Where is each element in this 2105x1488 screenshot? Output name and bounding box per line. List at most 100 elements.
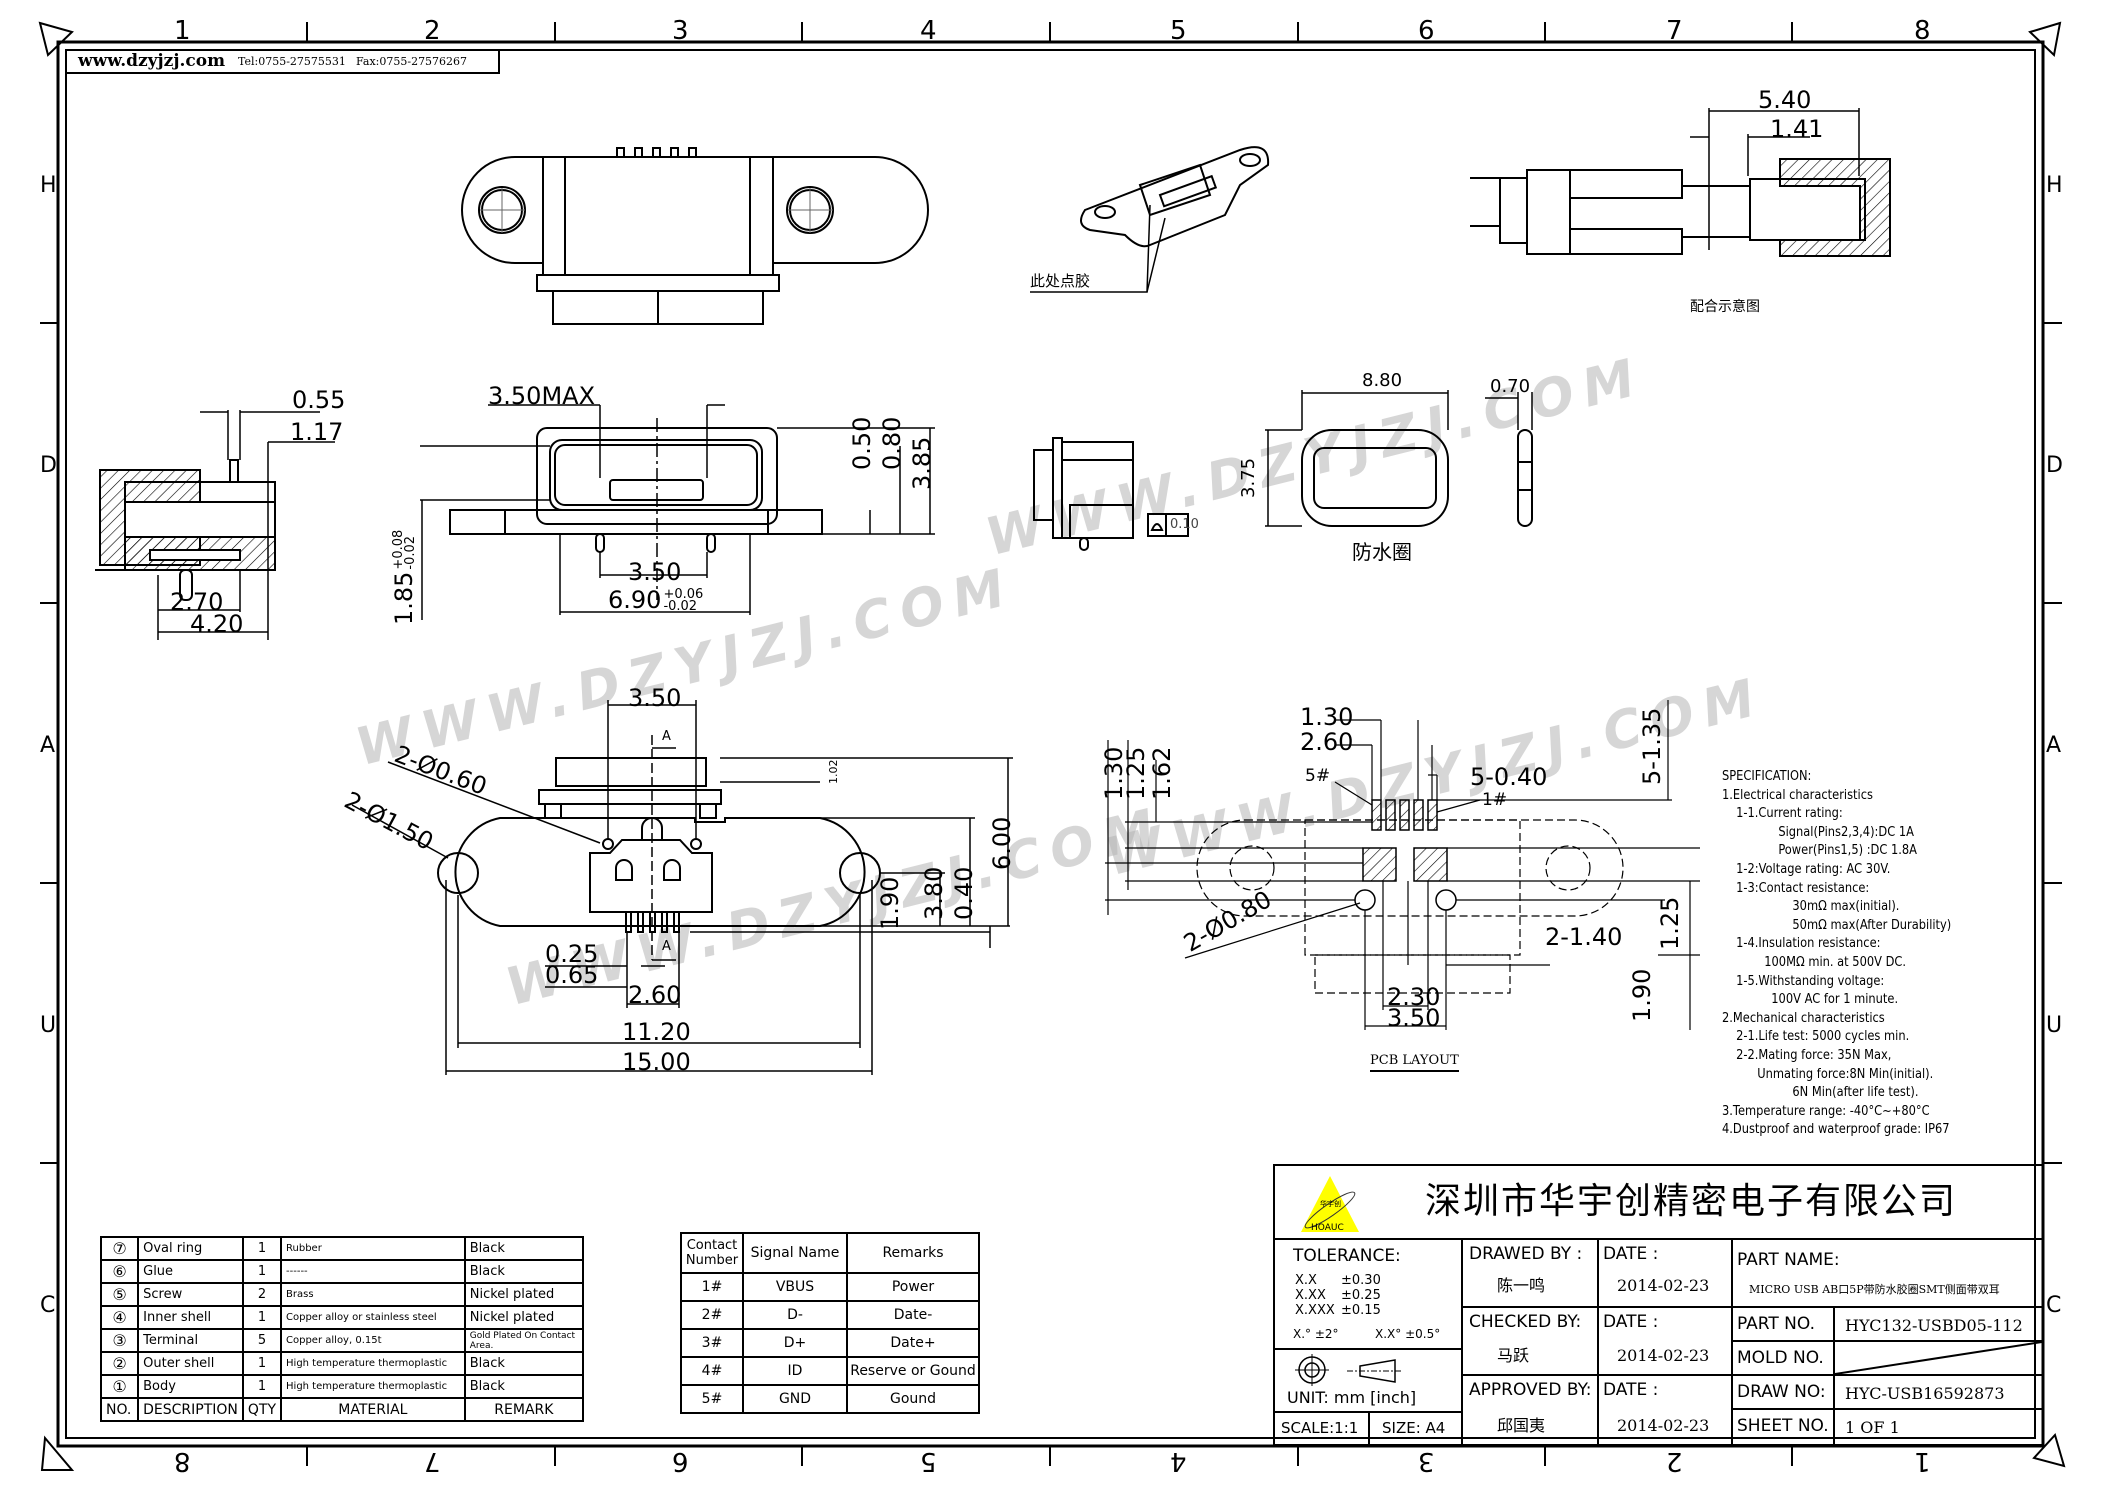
bom-cell-remark: Black: [463, 1259, 585, 1284]
company-contact-header: www.dzyjzj.com Tel:0755-27575531 Fax:075…: [66, 50, 500, 74]
spec-line: 2-1.Life test: 5000 cycles min.: [1736, 1029, 1910, 1045]
zone-label: H: [2046, 173, 2063, 198]
zone-label: A: [2046, 733, 2062, 758]
pinout-cell-contact: 3#: [680, 1328, 744, 1358]
bom-cell-material: High temperature thermoplastic: [280, 1351, 466, 1376]
dim-1-02: 1.02: [827, 759, 840, 785]
title-block: 华宇创 HOAUC 深圳市华宇创精密电子有限公司 TOLERANCE: X.X …: [1273, 1164, 2044, 1446]
pinout-cell-signal: D-: [742, 1300, 848, 1330]
approved-by-cell: APPROVED BY: 邱国夷: [1463, 1376, 1599, 1444]
specification-block: SPECIFICATION: 1.Electrical characterist…: [1722, 768, 2022, 1140]
orientation-mark-top-right: [2028, 21, 2062, 58]
zone-label: 1: [1914, 1446, 1931, 1476]
bom-header: REMARK: [463, 1397, 585, 1422]
dim-pcb-2-60: 2.60: [1300, 728, 1354, 756]
fax-text: Fax:0755-27576267: [356, 55, 468, 68]
part-name-value: MICRO USB AB口5P带防水胶圈SMT侧面带双耳: [1749, 1283, 2000, 1296]
scale-label: SCALE:1:1: [1281, 1419, 1359, 1437]
orientation-mark-top-left: [38, 21, 74, 57]
dim-1-41: 1.41: [1770, 115, 1824, 143]
pinout-header-row: Contact Number Signal Name Remarks: [680, 1232, 980, 1274]
bom-cell-qty: 1: [241, 1351, 283, 1376]
oval-ring-caption: 防水圈: [1352, 540, 1412, 564]
dim-3-50max: 3.50MAX: [488, 382, 596, 410]
pinout-header: Signal Name: [742, 1232, 848, 1274]
dim-3-75: 3.75: [1238, 457, 1259, 498]
bom-cell-description: Body: [137, 1374, 244, 1399]
bom-cell-remark: Nickel plated: [463, 1282, 585, 1307]
part-no-cell: HYC132-USBD05-112: [1835, 1308, 2042, 1342]
spec-title: SPECIFICATION:: [1722, 769, 1812, 784]
zone-label: U: [40, 1013, 57, 1038]
pinout-cell-contact: 4#: [680, 1356, 744, 1386]
dim-0-70: 0.70: [1490, 376, 1531, 397]
orientation-mark-bottom-left: [40, 1435, 75, 1471]
bom-cell-remark: Black: [463, 1236, 585, 1261]
bom-header: MATERIAL: [280, 1397, 466, 1422]
draw-no-label-cell: DRAW NO:: [1733, 1376, 1835, 1410]
dim-3-50: 3.50: [628, 684, 682, 712]
glue-note: 此处点胶: [1030, 272, 1091, 290]
dim-0-80: 0.80: [878, 416, 906, 470]
empty-cell-slash: [1835, 1342, 2042, 1375]
bom-cell-qty: 1: [241, 1305, 283, 1330]
part-name-label: PART NAME:: [1737, 1250, 1840, 1270]
tolerance-format: X.XXX: [1295, 1303, 1335, 1318]
tolerance-format: X.XX: [1295, 1288, 1326, 1303]
sheet-no-value: 1 OF 1: [1845, 1418, 1900, 1437]
checked-by-cell: CHECKED BY: 马跃: [1463, 1308, 1599, 1376]
date-value: 2014-02-23: [1617, 1416, 1710, 1435]
third-angle-projection-icon: [1295, 1354, 1403, 1386]
spec-line: 1-3:Contact resistance:: [1736, 880, 1870, 896]
draw-no-cell: HYC-USB16592873: [1835, 1376, 2042, 1410]
bom-cell-material: Brass: [280, 1282, 466, 1307]
pinout-cell-remark: Date+: [846, 1328, 980, 1358]
zone-label: 6: [1418, 16, 1435, 46]
date-value: 2014-02-23: [1617, 1346, 1710, 1365]
bom-cell-remark: Gold Plated On Contact Area.: [463, 1328, 585, 1353]
bom-cell-no: ②: [99, 1351, 140, 1376]
part-no-label: PART NO.: [1737, 1314, 1815, 1334]
date-label: DATE :: [1603, 1312, 1659, 1332]
bom-cell-material: Copper alloy, 0.15t: [280, 1328, 466, 1353]
part-name-cell: PART NAME: MICRO USB AB口5P带防水胶圈SMT侧面带双耳: [1733, 1240, 2042, 1308]
draw-no-value: HYC-USB16592873: [1845, 1384, 2005, 1403]
bom-cell-description: Outer shell: [137, 1351, 244, 1376]
zone-ticks-bottom: [306, 1446, 1793, 1466]
dim-0-40: 0.40: [950, 866, 978, 920]
pinout-cell-remark: Reserve or Gound: [846, 1356, 980, 1386]
date-label: DATE :: [1603, 1244, 1659, 1264]
dim-pcb-1-25-right: 1.25: [1656, 896, 1684, 950]
dim-pcb-3-50: 3.50: [1387, 1004, 1441, 1032]
bom-header: NO.: [99, 1397, 140, 1422]
zone-label: 7: [1666, 16, 1683, 46]
bom-cell-no: ⑤: [99, 1282, 140, 1307]
bom-cell-description: Glue: [137, 1259, 244, 1284]
spec-line: 30mΩ max(initial).: [1792, 899, 1900, 915]
pinout-row: 2#D-Date-: [680, 1300, 980, 1330]
dim-2-60: 2.60: [628, 981, 682, 1009]
dim-11-20: 11.20: [622, 1018, 691, 1046]
bom-cell-material: ------: [280, 1259, 466, 1284]
bom-cell-material: High temperature thermoplastic: [280, 1374, 466, 1399]
pinout-cell-signal: ID: [742, 1356, 848, 1386]
bom-cell-qty: 5: [241, 1328, 283, 1353]
zone-label: C: [2046, 1293, 2062, 1318]
pinout-cell-signal: D+: [742, 1328, 848, 1358]
website-link[interactable]: www.dzyjzj.com: [78, 51, 226, 71]
date-value: 2014-02-23: [1617, 1276, 1710, 1295]
zone-label: 4: [920, 16, 937, 46]
size-cell: SIZE: A4: [1370, 1413, 1463, 1444]
section-label-a: A: [662, 729, 671, 744]
sheet-no-label: SHEET NO.: [1737, 1416, 1829, 1436]
bom-cell-qty: 2: [241, 1282, 283, 1307]
dim-8-80: 8.80: [1362, 370, 1403, 391]
zone-label: 8: [174, 1446, 191, 1476]
pinout-cell-signal: GND: [742, 1384, 848, 1414]
pinout-header: Contact Number: [680, 1232, 744, 1274]
